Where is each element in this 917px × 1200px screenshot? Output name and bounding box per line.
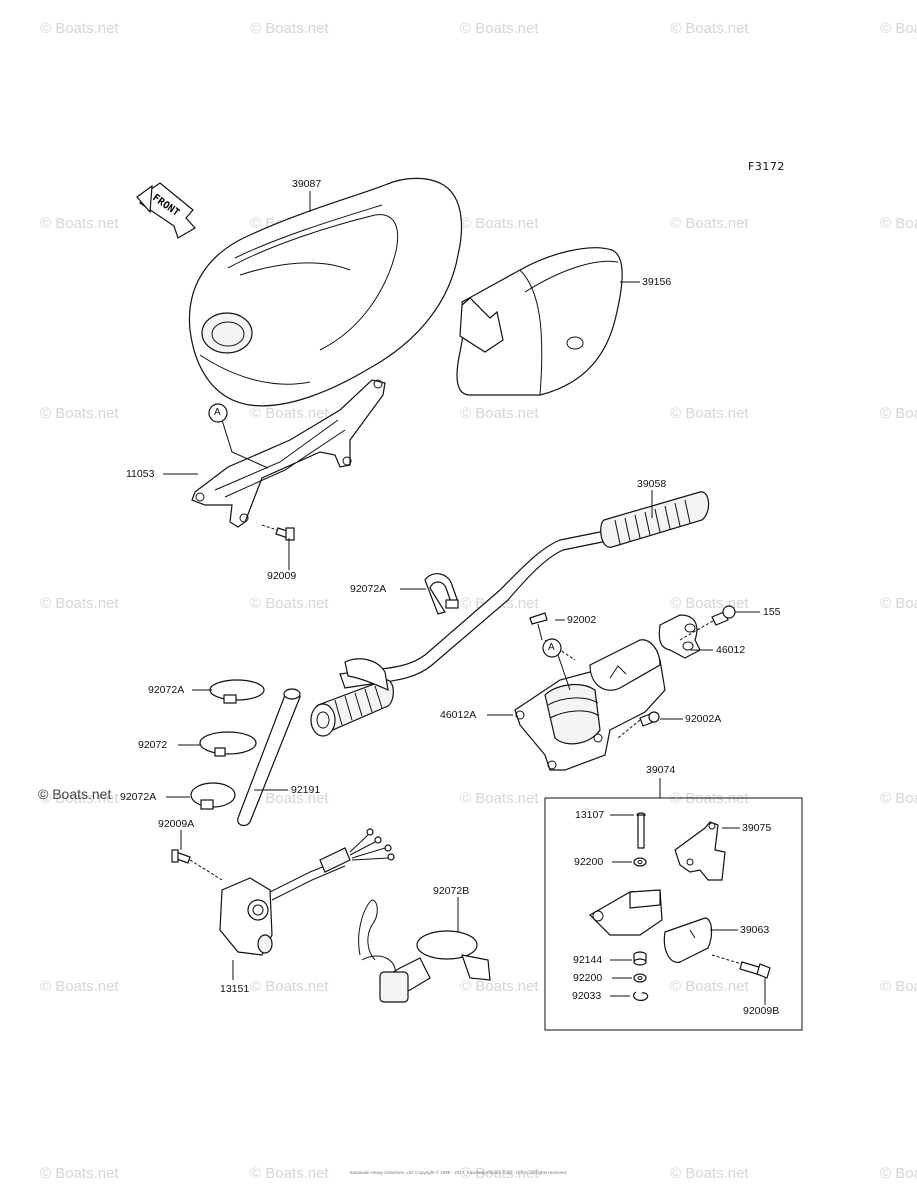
part-label-92191: 92191 [291, 784, 321, 796]
handlebar-part [310, 491, 710, 737]
callout-a-lower: A [548, 642, 555, 653]
clip-92033-part [632, 991, 649, 1001]
part-label-11053: 11053 [126, 468, 155, 480]
watermark: © Boats.net [670, 405, 749, 422]
pin-13107-part [636, 812, 646, 849]
part-label-39074: 39074 [646, 764, 676, 776]
bolt-92009-part [261, 524, 295, 541]
tube-92191-part [237, 688, 301, 827]
watermark: © Boats.net [670, 20, 749, 37]
watermark: © Boats.net [40, 790, 119, 807]
clamp-92072-part [199, 731, 257, 757]
watermark: © Boats.net [40, 215, 119, 232]
part-label-92033: 92033 [572, 990, 602, 1002]
watermark-strong: © Boats.net [38, 786, 112, 802]
watermark: © Boats.net [460, 215, 539, 232]
part-label-39075: 39075 [742, 822, 772, 834]
part-label-92072a-mid: 92072A [148, 684, 185, 696]
diagram-code: F3172 [748, 160, 785, 173]
watermark: © Boats.net [250, 978, 329, 995]
watermark: © Boats.net [460, 405, 539, 422]
clamp-92072a-low-part [190, 782, 236, 810]
watermark: © Boats.net [40, 20, 119, 37]
watermark: © Boats.net [880, 215, 917, 232]
watermark: © Boats.net [880, 405, 917, 422]
front-arrow-icon: FRONT [136, 182, 196, 239]
part-label-13151: 13151 [220, 983, 250, 995]
watermark: © Boats.net [460, 20, 539, 37]
part-label-46012: 46012 [716, 644, 746, 656]
throttle-case-part [514, 639, 666, 771]
watermark: © Boats.net [250, 405, 329, 422]
watermark: © Boats.net [880, 1165, 917, 1182]
watermark: © Boats.net [670, 215, 749, 232]
part-label-92144: 92144 [573, 954, 603, 966]
leader-lines [163, 191, 766, 1005]
seat-cover-part [456, 247, 623, 396]
part-label-39156: 39156 [642, 276, 672, 288]
part-label-92200-a: 92200 [574, 856, 604, 868]
part-label-92009: 92009 [267, 570, 297, 582]
watermark: © Boats.net [460, 978, 539, 995]
bolt-92009b-part [711, 954, 771, 979]
bolt-92009a-part [171, 849, 223, 881]
watermark: © Boats.net [40, 1165, 119, 1182]
clamp-92072a-mid-part [209, 679, 265, 704]
part-label-155: 155 [763, 606, 781, 618]
part-label-92002: 92002 [567, 614, 597, 626]
watermark: © Boats.net [40, 978, 119, 995]
part-label-39058: 39058 [637, 478, 667, 490]
watermark: © Boats.net [670, 978, 749, 995]
washer-92200-a-part [633, 857, 647, 867]
cover-39063-part [663, 917, 713, 963]
switch-13151-part [219, 828, 395, 956]
seat-part [188, 177, 463, 407]
part-label-92002a: 92002A [685, 713, 722, 725]
part-label-92072b: 92072B [433, 885, 470, 897]
bolt-92002a-part [617, 711, 660, 739]
subassembly-39074-box [544, 797, 803, 1031]
watermark: © Boats.net [880, 20, 917, 37]
copyright-notice: Kawasaki Heavy Industries, Ltd. Copyrigh… [349, 1170, 568, 1175]
part-label-92009a: 92009A [158, 818, 195, 830]
lever-39075-part [674, 821, 726, 881]
part-label-13107: 13107 [575, 809, 605, 821]
callout-a-lower-circle [542, 638, 562, 658]
watermark: © Boats.net [250, 790, 329, 807]
watermark: © Boats.net [880, 595, 917, 612]
watermark: © Boats.net [250, 1165, 329, 1182]
watermark: © Boats.net [250, 595, 329, 612]
callout-a-upper: A [214, 407, 221, 418]
watermark: © Boats.net [880, 790, 917, 807]
washer-92200-b-part [633, 973, 647, 983]
part-label-92200-b: 92200 [573, 972, 603, 984]
watermark: © Boats.net [880, 978, 917, 995]
part-label-39063: 39063 [740, 924, 770, 936]
lanyard-clamp-92072b-part [358, 899, 491, 1003]
part-label-92072a-upper: 92072A [350, 583, 387, 595]
part-label-39087: 39087 [292, 178, 322, 190]
watermark: © Boats.net [250, 20, 329, 37]
clamp-46012-part [658, 614, 701, 659]
watermark: © Boats.net [40, 595, 119, 612]
watermark: © Boats.net [460, 1165, 539, 1182]
part-label-92009b: 92009B [743, 1005, 780, 1017]
clamp-92072a-upper-part [424, 573, 459, 615]
seat-bracket-part [191, 379, 386, 528]
part-label-92072: 92072 [138, 739, 168, 751]
part-label-46012a: 46012A [440, 709, 477, 721]
watermark: © Boats.net [460, 790, 539, 807]
watermark: © Boats.net [40, 405, 119, 422]
watermark: © Boats.net [670, 1165, 749, 1182]
callout-a-upper-circle [208, 403, 228, 423]
collar-92144-part [633, 951, 647, 966]
part-label-92072a-low: 92072A [120, 791, 157, 803]
holder-part [589, 889, 663, 936]
